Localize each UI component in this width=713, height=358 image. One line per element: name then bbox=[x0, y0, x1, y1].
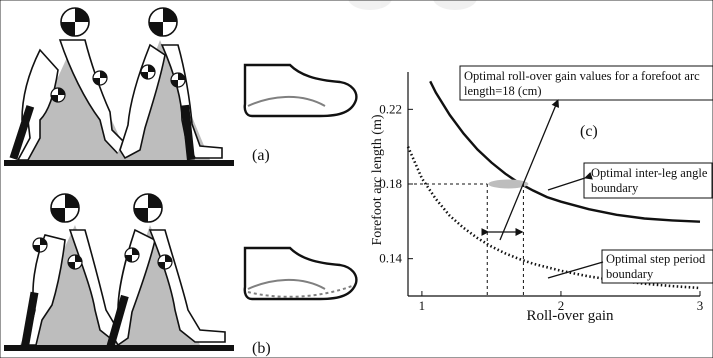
y-tick-label: 0.14 bbox=[379, 251, 402, 266]
x-axis-label: Roll-over gain bbox=[526, 308, 614, 324]
y-axis-label: Forefoot arc length (m) bbox=[370, 114, 385, 245]
arrow-step-period bbox=[547, 261, 604, 279]
annotation-step-period: Optimal step period boundary bbox=[601, 249, 713, 284]
x-tick-label: 2 bbox=[558, 298, 565, 313]
annotation-inter-leg-line1: Optimal inter-leg angle bbox=[591, 166, 708, 180]
series-line-inter-leg bbox=[429, 80, 701, 223]
ground-a bbox=[4, 160, 234, 166]
arrow-top-box bbox=[499, 99, 560, 241]
x-tick-label: 1 bbox=[419, 298, 426, 313]
x-tick-label: 3 bbox=[697, 298, 704, 313]
arrow-inter-leg bbox=[547, 172, 593, 191]
highlight-ellipse bbox=[488, 179, 529, 189]
annotation-top-line1: Optimal roll-over gain values for a fore… bbox=[464, 69, 700, 83]
annotation-top-line2: length=18 (cm) bbox=[464, 84, 542, 98]
annotation-inter-leg-line2: boundary bbox=[591, 181, 639, 195]
annotation-inter-leg: Optimal inter-leg angle boundary bbox=[583, 162, 713, 199]
annotation-step-period-line1: Optimal step period bbox=[606, 252, 706, 266]
watermark bbox=[348, 0, 477, 10]
annotation-top: Optimal roll-over gain values for a fore… bbox=[459, 65, 713, 101]
annotation-step-period-line2: boundary bbox=[606, 267, 654, 281]
gait-illustration-a bbox=[4, 7, 234, 166]
highlight-region bbox=[408, 179, 529, 296]
panel-b-label: (b) bbox=[252, 340, 271, 357]
y-tick-label: 0.18 bbox=[379, 176, 402, 191]
foot-shape-b bbox=[243, 246, 358, 301]
foot-shape-a bbox=[243, 63, 358, 118]
y-ticks: 0.14 0.18 0.22 bbox=[379, 101, 413, 266]
series-line-step-period bbox=[406, 146, 701, 290]
series-layer bbox=[406, 80, 701, 290]
panel-a-label: (a) bbox=[252, 147, 270, 164]
y-tick-label: 0.22 bbox=[379, 101, 402, 116]
panel-c-label: (c) bbox=[580, 123, 598, 140]
gait-illustration-b bbox=[4, 193, 234, 351]
ground-b bbox=[4, 345, 234, 351]
chart: 1 2 3 0.14 0.18 0.22 Roll-over gain Forefoot… bbox=[370, 65, 713, 324]
x-ticks: 1 2 3 bbox=[419, 291, 704, 313]
